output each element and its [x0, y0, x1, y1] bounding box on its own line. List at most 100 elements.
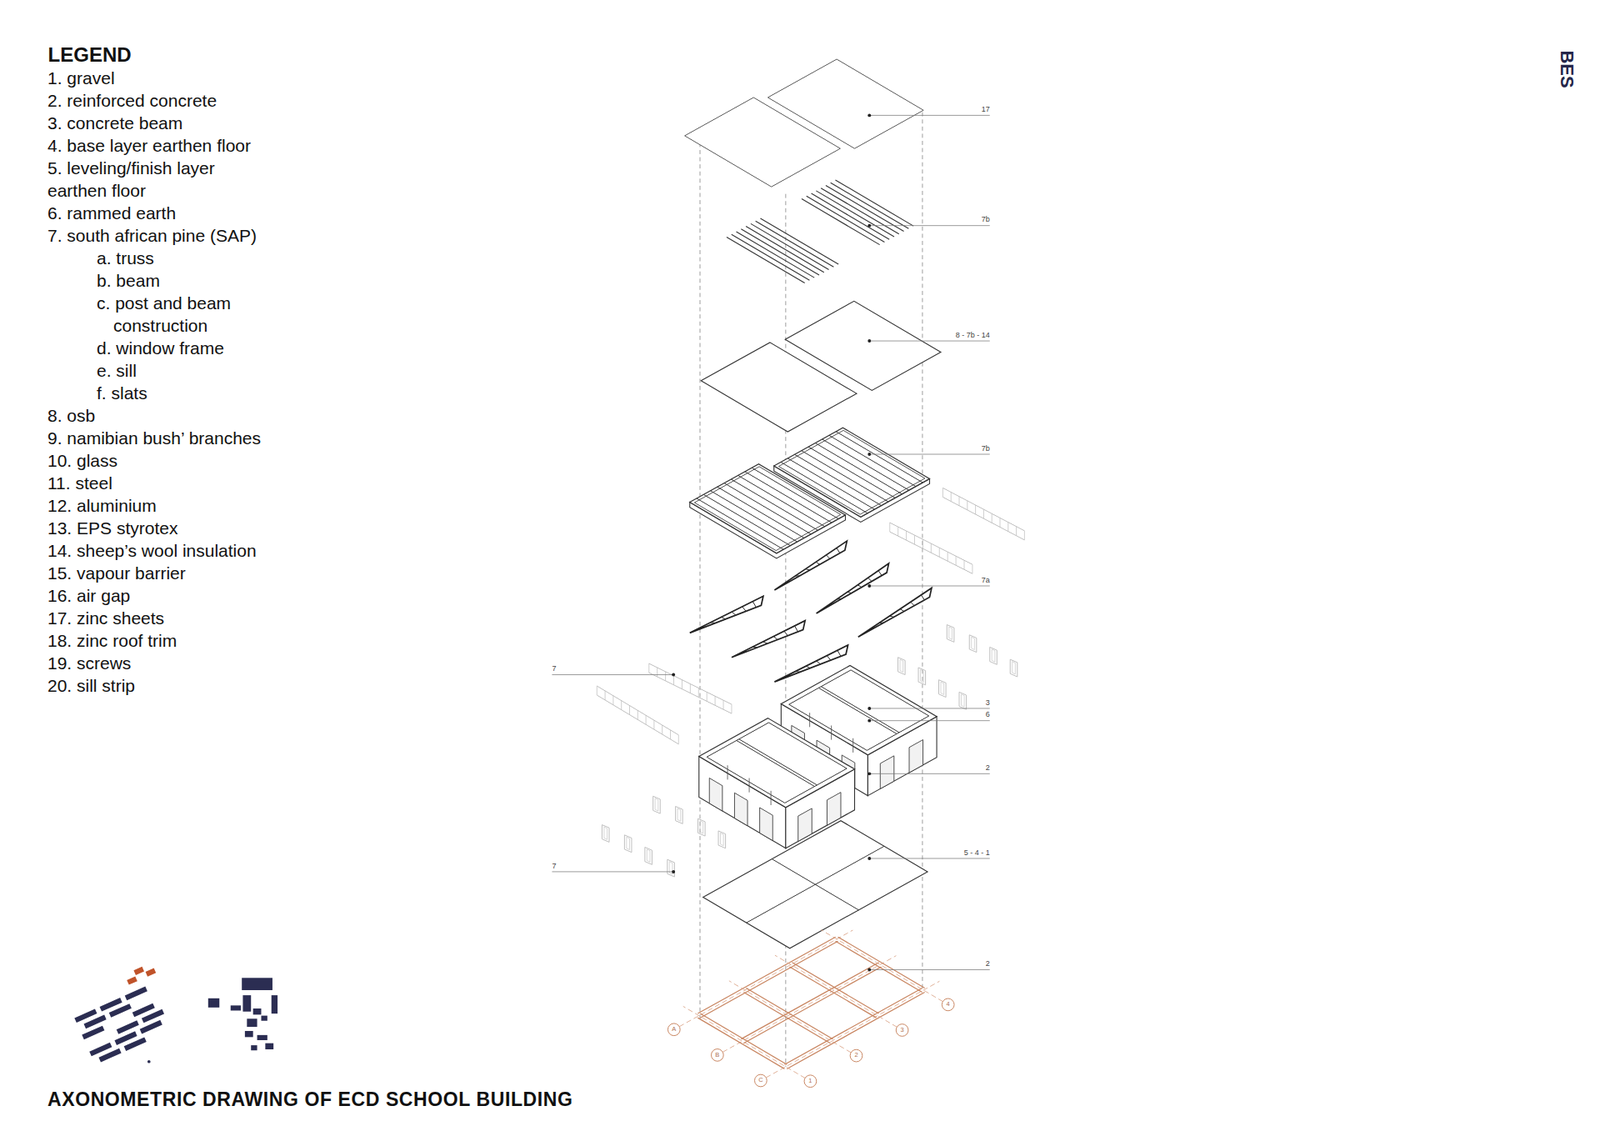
wall-opening — [760, 807, 774, 841]
truss — [690, 595, 764, 633]
foundation-beam — [784, 987, 922, 1065]
site-block — [109, 1003, 132, 1018]
foundation-beam — [791, 962, 879, 1014]
wall-opening — [880, 755, 895, 790]
leader-dot — [867, 339, 871, 343]
legend-item: 7. south african pine (SAP) — [47, 224, 280, 247]
window-frame — [718, 830, 726, 849]
legend-item: 8. osb — [47, 404, 280, 427]
sill-element — [890, 522, 973, 565]
callout-number: 7b — [981, 215, 990, 224]
window-glass — [900, 659, 904, 672]
callout-number: 17 — [981, 105, 990, 114]
grid-axis-label: 4 — [946, 1000, 950, 1008]
leader-dot — [867, 719, 871, 723]
window-glass — [940, 681, 945, 695]
site-plan-icon — [208, 977, 278, 1050]
truss-web — [825, 555, 830, 559]
window-frame — [624, 835, 632, 853]
window-frame — [990, 646, 998, 665]
sill-slat — [629, 705, 630, 715]
truss-web — [837, 650, 841, 656]
heading-label: LEGEND — [48, 45, 132, 65]
foundation-beam — [743, 966, 881, 1044]
site-block — [125, 986, 148, 1001]
wall-opening — [798, 808, 813, 842]
sill-slat — [681, 680, 683, 690]
legend-item: 2. reinforced concrete — [47, 89, 280, 112]
beam-frame — [774, 427, 930, 517]
site-block — [140, 1020, 163, 1035]
window-frame — [969, 635, 977, 653]
grid-axis-label: 1 — [808, 1077, 812, 1085]
site-plan-icon — [66, 962, 180, 1065]
sill-slat — [706, 691, 708, 701]
truss-web — [752, 646, 757, 649]
batten — [835, 180, 914, 226]
sill-element — [649, 672, 732, 714]
legend-item: 9. namibian bush’ branches — [47, 426, 280, 450]
truss-web — [795, 575, 800, 576]
callout-number: 8 - 7b - 14 — [955, 331, 990, 340]
window-frame — [601, 825, 610, 843]
window-glass — [604, 826, 608, 840]
leader-line — [869, 773, 990, 775]
grid-axis-label: 3 — [900, 1026, 905, 1034]
legend-item: f. slats — [96, 381, 280, 405]
truss — [774, 540, 847, 590]
leader-line — [869, 707, 990, 709]
grid-axis-label: C — [758, 1076, 763, 1084]
sill-slat — [950, 492, 952, 502]
wall-divider — [818, 687, 897, 734]
leader-line — [869, 115, 990, 116]
truss-web — [752, 601, 756, 608]
legend-item: 18. zinc roof trim — [47, 629, 280, 652]
truss-web — [816, 660, 821, 665]
window-frame — [1010, 659, 1018, 677]
callout-number: 7b — [981, 445, 990, 453]
leader-dot — [867, 584, 871, 588]
window-frame — [946, 625, 955, 643]
grid-bubble — [895, 1024, 909, 1037]
leader-line — [869, 969, 990, 970]
grid-bubble — [755, 1074, 768, 1087]
sill-slat — [905, 530, 907, 540]
legend-item: 13. EPS styrotex — [47, 516, 280, 540]
truss-web — [847, 591, 852, 593]
sill-slat — [964, 560, 965, 570]
legend-item: d. window frame — [96, 336, 280, 360]
legend-item: 4. base layer earthen floor — [47, 134, 280, 157]
sill-slat — [942, 487, 944, 497]
window-frame — [898, 657, 906, 675]
wall-inner — [706, 722, 847, 803]
site-block — [98, 1048, 121, 1063]
window-frame — [939, 680, 947, 698]
sill-slat — [971, 564, 973, 574]
sill-slat — [959, 496, 960, 506]
sill-slat — [955, 555, 957, 565]
truss-web — [836, 598, 841, 600]
foundation-beam — [700, 940, 838, 1018]
wall-opening — [826, 792, 841, 826]
batten — [830, 182, 910, 229]
window-frame — [918, 667, 926, 685]
sill-slat — [1024, 530, 1025, 540]
window-glass — [700, 820, 704, 834]
window-glass — [626, 836, 630, 850]
window-glass — [1012, 661, 1016, 675]
sill-slat — [673, 675, 675, 685]
site-block — [241, 977, 273, 990]
zinc-sheet — [767, 59, 924, 149]
site-block-highlight — [126, 976, 138, 985]
site-block — [81, 1025, 105, 1040]
sill-slat — [620, 700, 622, 710]
foundation-beam — [838, 936, 925, 988]
heading-label: BES — [1557, 50, 1576, 89]
sill-slat — [930, 543, 932, 553]
beam-slat — [795, 454, 882, 505]
legend-item: 20. sill strip — [47, 674, 280, 697]
legend-item: b. beam — [96, 269, 280, 292]
truss-web — [900, 609, 905, 612]
sill-slat — [723, 700, 725, 710]
site-block — [250, 1045, 257, 1050]
